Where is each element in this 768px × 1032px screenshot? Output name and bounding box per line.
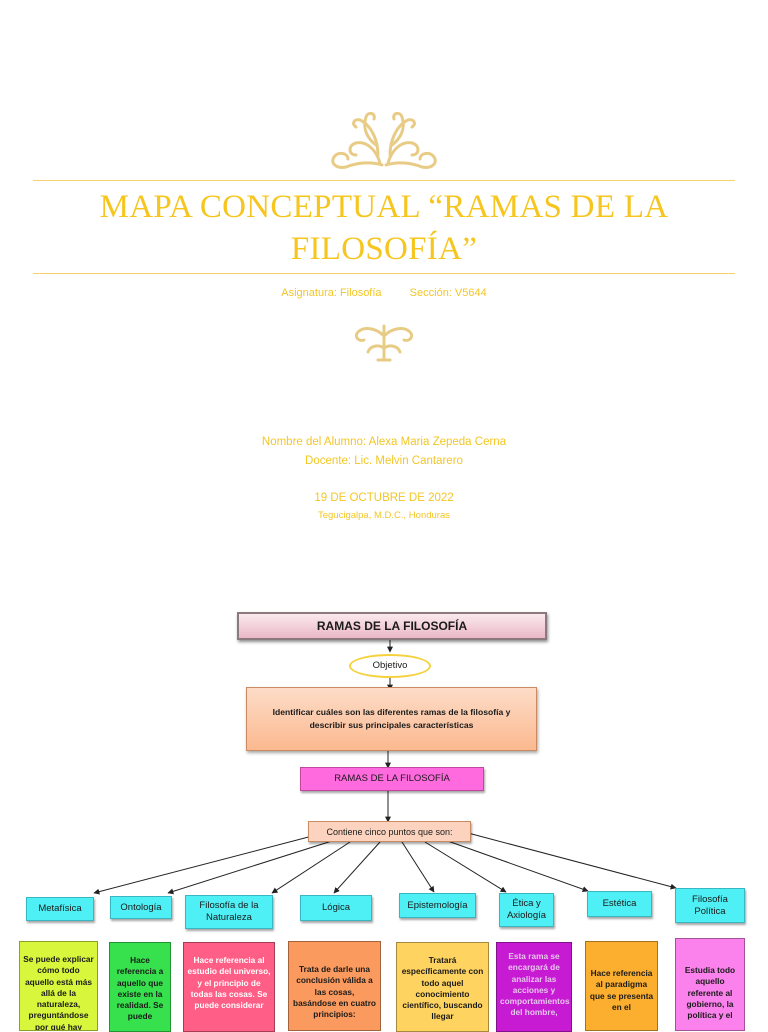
branch-filosofia-naturaleza: Filosofía de la Naturaleza — [185, 895, 273, 929]
branch-metafisica: Metafísica — [26, 897, 94, 921]
objective-text: Identificar cuáles son las diferentes ra… — [246, 687, 537, 751]
desc-filosofia-naturaleza: Hace referencia al estudio del universo,… — [183, 942, 275, 1032]
branch-ontologia: Ontología — [110, 896, 172, 919]
desc-epistemologia: Tratará específicamente con todo aquel c… — [396, 942, 489, 1032]
teacher-name: Docente: Lic. Melvin Cantarero — [305, 455, 463, 467]
place: Tegucigalpa, M.D.C., Honduras — [317, 510, 450, 521]
middle-ornament-icon — [354, 324, 414, 362]
connector-label: Contiene cinco puntos que son: — [308, 821, 471, 842]
desc-estetica: Hace referencia al paradigma que se pres… — [585, 941, 658, 1031]
date: 19 DE OCTUBRE DE 2022 — [314, 492, 454, 504]
page-title: MAPA CONCEPTUAL “RAMAS DE LA FILOSOFÍA” — [99, 189, 669, 267]
branches-title: RAMAS DE LA FILOSOFÍA — [300, 767, 484, 791]
branch-filosofia-politica: Filosofía Política — [675, 888, 745, 923]
bottom-rule — [33, 273, 735, 274]
map-header: RAMAS DE LA FILOSOFÍA — [237, 612, 547, 640]
branch-estetica: Estética — [587, 891, 652, 917]
desc-metafisica: Se puede explicar cómo todo aquello está… — [19, 941, 98, 1031]
desc-logica: Trata de darle una conclusión válida a l… — [288, 941, 381, 1031]
section-label: Sección: V5644 — [409, 287, 487, 299]
desc-etica-axiologia: Esta rama se encargará de analizar las a… — [496, 942, 572, 1032]
desc-ontologia: Hace referencia a aquello que existe en … — [109, 942, 171, 1032]
objective-label: Objetivo — [349, 654, 431, 678]
desc-filosofia-politica: Estudia todo aquello referente al gobier… — [675, 938, 745, 1031]
subject-label: Asignatura: Filosofía — [281, 287, 382, 299]
branch-etica-axiologia: Ética y Axiología — [499, 893, 554, 927]
branch-epistemologia: Epistemología — [399, 893, 476, 918]
subject-line: Asignatura: Filosofía Sección: V5644 — [0, 287, 768, 299]
top-rule — [33, 180, 735, 181]
top-ornament-icon — [331, 111, 437, 169]
student-name: Nombre del Alumno: Alexa Maria Zepeda Ce… — [261, 436, 507, 448]
branch-logica: Lógica — [300, 895, 372, 921]
